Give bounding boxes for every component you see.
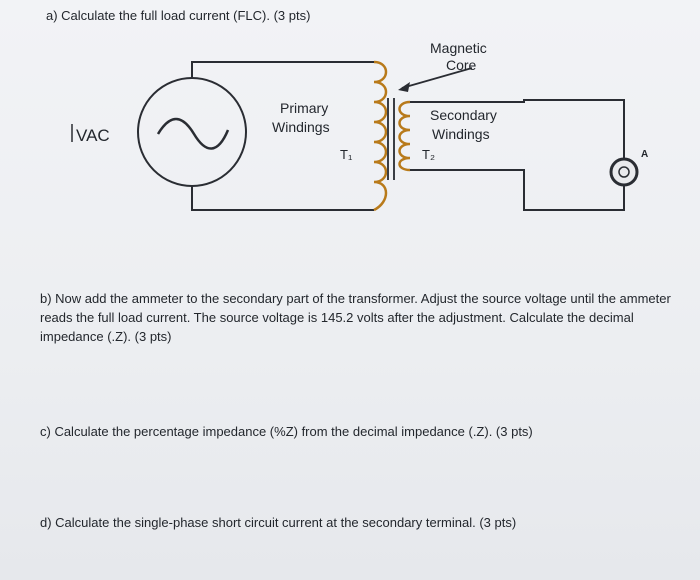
question-a: a) Calculate the full load current (FLC)… [46,8,311,23]
arrowhead-icon [398,82,410,92]
question-c: c) Calculate the percentage impedance (%… [40,424,533,439]
primary-bottom-wire [191,186,374,211]
question-d: d) Calculate the single-phase short circ… [40,515,517,530]
secondary-label-line1: Secondary [430,107,497,123]
primary-coil [373,60,388,212]
primary-tag: T₁ [340,147,353,162]
ammeter-unit-label: A [641,149,648,160]
transformer-circuit-diagram: VAC Magnetic Core Primary Windings T₁ Se… [71,40,648,212]
secondary-bottom-wire [410,169,625,211]
question-b: b) Now add the ammeter to the secondary … [40,291,671,344]
primary-label-line2: Windings [272,119,330,135]
ammeter-dial-icon [618,166,630,178]
ammeter-icon [609,157,639,187]
core-label-line1: Magnetic [430,40,487,56]
secondary-tag: T₂ [422,147,435,162]
sine-wave-icon [156,117,230,150]
secondary-coil [398,100,411,172]
core-label-line2: Core [446,57,477,73]
primary-top-wire [191,61,374,78]
secondary-label-line2: Windings [432,126,490,142]
primary-label-line1: Primary [280,100,328,116]
vac-label: VAC [76,126,110,145]
secondary-top-wire [410,99,625,160]
ac-source-circle [137,77,247,187]
core-pointer-arrow [401,67,473,89]
